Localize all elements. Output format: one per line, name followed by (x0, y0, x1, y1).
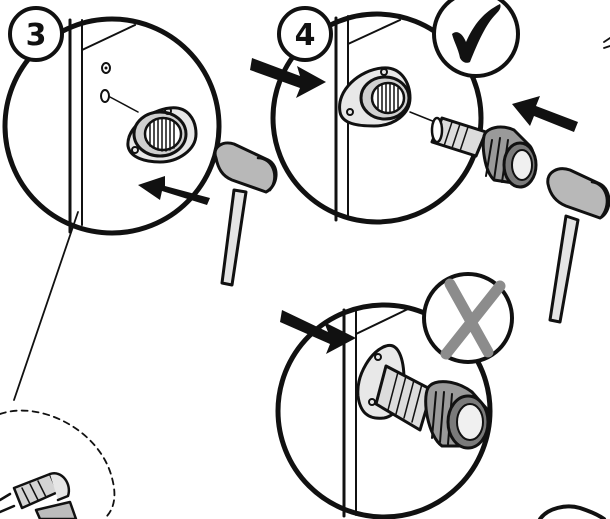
furniture-leg (374, 364, 490, 450)
drill-hole (100, 89, 110, 103)
step-4-panel: 4 (250, 0, 610, 324)
leg-parts-preview (0, 472, 78, 519)
push-arrow-icon (512, 96, 578, 132)
step-3-badge (8, 6, 64, 62)
cross-icon (440, 278, 506, 360)
step-3-number: 3 (26, 18, 47, 53)
parts-callout (0, 409, 116, 519)
incorrect-example-panel (275, 272, 606, 519)
leg-mount-bracket (338, 66, 412, 128)
furniture-leg (430, 116, 538, 189)
push-arrow-icon (138, 176, 210, 205)
step-3-panel: 3 (2, 6, 278, 401)
pointer-arrow-icon (280, 310, 356, 354)
step-3-detail-circle (2, 16, 222, 236)
checkmark-icon (452, 4, 501, 63)
pointer-arrow-icon (250, 58, 326, 98)
leg-mount-bracket (126, 106, 198, 164)
step-4-number: 4 (295, 18, 316, 53)
rubber-mallet-icon (546, 167, 610, 324)
rubber-mallet-icon (213, 141, 278, 287)
step-4-badge (277, 6, 333, 62)
screw-hole (101, 62, 111, 74)
